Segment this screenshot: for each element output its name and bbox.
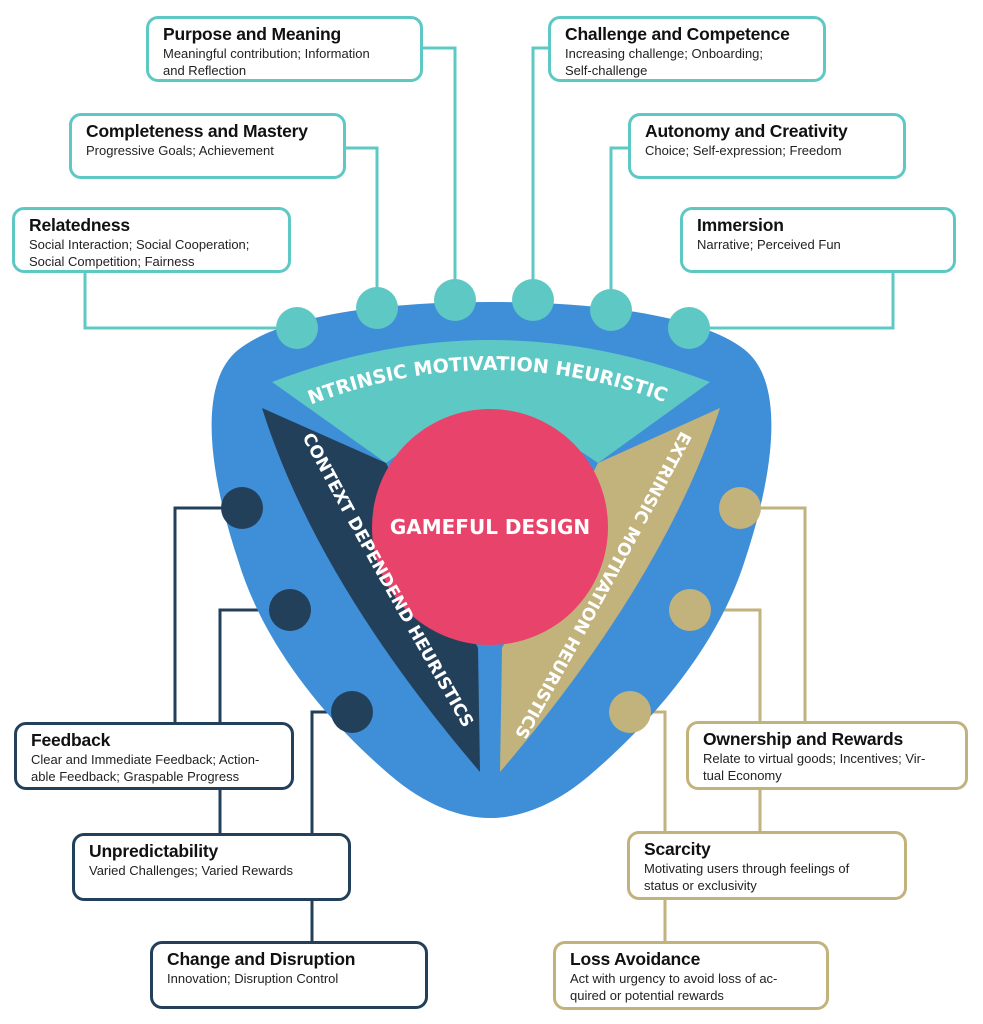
intrinsic-section bbox=[272, 340, 710, 463]
box-title: Scarcity bbox=[644, 839, 711, 859]
box-description: Innovation; Disruption Control bbox=[167, 971, 339, 986]
dot-change bbox=[331, 691, 373, 733]
ownership-and-rewards-box: Ownership and Rewards Relate to virtual … bbox=[686, 721, 968, 790]
relatedness-box: Relatedness Social Interaction; Social C… bbox=[12, 207, 291, 273]
immersion-box: Immersion Narrative; Perceived Fun bbox=[680, 207, 956, 273]
extrinsic-section bbox=[500, 408, 720, 772]
box-title: Autonomy and Creativity bbox=[645, 121, 848, 141]
intrinsic-connectors bbox=[83, 46, 895, 330]
box-title: Feedback bbox=[31, 730, 111, 750]
intrinsic-dots bbox=[276, 279, 710, 349]
box-title: Completeness and Mastery bbox=[86, 121, 308, 141]
box-title: Unpredictability bbox=[89, 841, 219, 861]
box-description: Motivating users through feelings of sta… bbox=[644, 861, 850, 893]
dot-scarcity bbox=[669, 589, 711, 631]
connector-loss bbox=[630, 710, 667, 942]
dot-purpose bbox=[434, 279, 476, 321]
box-title: Ownership and Rewards bbox=[703, 729, 904, 749]
purpose-and-meaning-box: Purpose and Meaning Meaningful contribut… bbox=[146, 16, 423, 82]
context-section bbox=[262, 408, 480, 772]
box-description: Relate to virtual goods; Incentives; Vir… bbox=[703, 751, 926, 783]
box-description: Increasing challenge; Onboarding; Self-c… bbox=[565, 46, 764, 78]
box-title: Relatedness bbox=[29, 215, 130, 235]
box-description: Clear and Immediate Feedback; Action- ab… bbox=[31, 752, 260, 784]
center-label: GAMEFUL DESIGN bbox=[390, 515, 590, 539]
dot-challenge bbox=[512, 279, 554, 321]
dot-ownership bbox=[719, 487, 761, 529]
dot-loss bbox=[609, 691, 651, 733]
box-description: Narrative; Perceived Fun bbox=[697, 237, 841, 252]
box-title: Loss Avoidance bbox=[570, 949, 701, 969]
autonomy-and-creativity-box: Autonomy and Creativity Choice; Self-exp… bbox=[628, 113, 906, 179]
context-dots bbox=[221, 487, 373, 733]
dot-unpredictability bbox=[269, 589, 311, 631]
connector-feedback bbox=[173, 506, 242, 725]
box-description: Social Interaction; Social Cooperation; … bbox=[29, 237, 250, 269]
connector-change bbox=[310, 710, 352, 942]
completeness-and-mastery-box: Completeness and Mastery Progressive Goa… bbox=[69, 113, 346, 179]
center-circle bbox=[372, 409, 608, 645]
box-title: Change and Disruption bbox=[167, 949, 356, 969]
box-description: Meaningful contribution; Information and… bbox=[163, 46, 370, 78]
change-and-disruption-box: Change and Disruption Innovation; Disrup… bbox=[150, 941, 428, 1009]
connector-purpose bbox=[423, 46, 457, 300]
connector-completeness bbox=[346, 146, 379, 308]
connector-immersion bbox=[689, 272, 895, 330]
dot-relatedness bbox=[276, 307, 318, 349]
challenge-and-competence-box: Challenge and Competence Increasing chal… bbox=[548, 16, 826, 82]
connector-ownership bbox=[740, 506, 807, 722]
dot-feedback bbox=[221, 487, 263, 529]
connector-autonomy bbox=[609, 146, 630, 310]
connector-relatedness bbox=[83, 272, 297, 330]
box-title: Immersion bbox=[697, 215, 784, 235]
feedback-box: Feedback Clear and Immediate Feedback; A… bbox=[14, 722, 294, 790]
box-description: Act with urgency to avoid loss of ac- qu… bbox=[570, 971, 778, 1003]
extrinsic-dots bbox=[609, 487, 761, 733]
box-description: Progressive Goals; Achievement bbox=[86, 143, 274, 158]
box-title: Challenge and Competence bbox=[565, 24, 790, 44]
connector-challenge bbox=[531, 46, 548, 300]
dot-immersion bbox=[668, 307, 710, 349]
scarcity-box: Scarcity Motivating users through feelin… bbox=[627, 831, 907, 900]
box-description: Choice; Self-expression; Freedom bbox=[645, 143, 842, 158]
dot-completeness bbox=[356, 287, 398, 329]
loss-avoidance-box: Loss Avoidance Act with urgency to avoid… bbox=[553, 941, 829, 1010]
box-title: Purpose and Meaning bbox=[163, 24, 342, 44]
unpredictability-box: Unpredictability Varied Challenges; Vari… bbox=[72, 833, 351, 901]
box-description: Varied Challenges; Varied Rewards bbox=[89, 863, 294, 878]
dot-autonomy bbox=[590, 289, 632, 331]
